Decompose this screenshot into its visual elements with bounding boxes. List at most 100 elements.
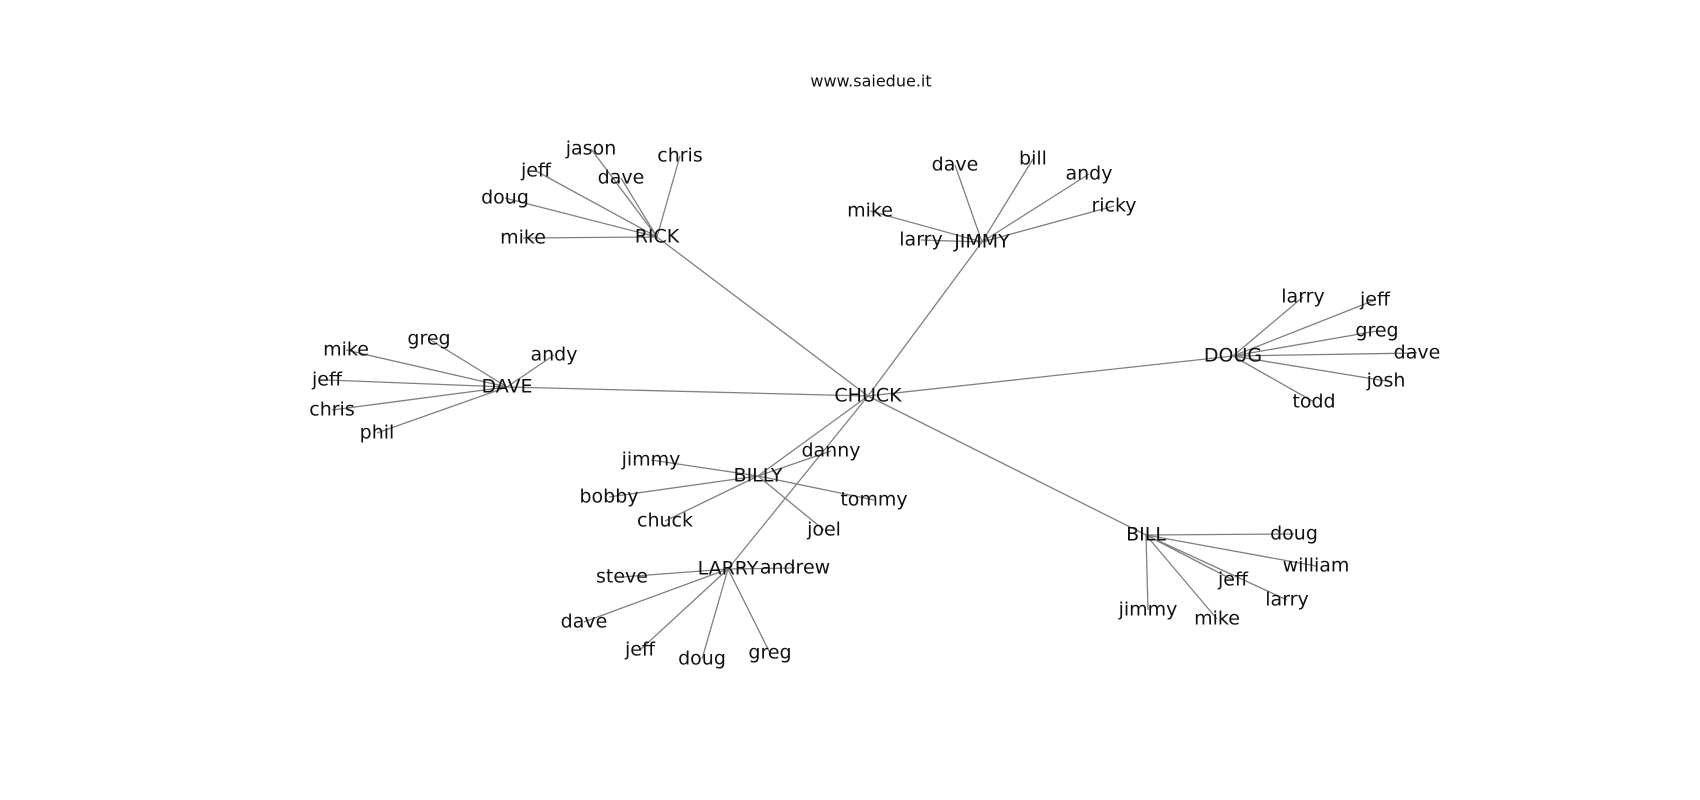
node-larry-steve: steve	[596, 566, 648, 588]
graph-title: www.saiedue.it	[810, 72, 931, 91]
edge-doug-larry	[1232, 296, 1304, 357]
edge-jimmy-dave	[954, 164, 983, 243]
node-jimmy-bill: bill	[1019, 148, 1047, 170]
edge-center-billy	[757, 395, 869, 477]
node-jimmy-ricky: ricky	[1091, 195, 1136, 217]
edge-bill-larry	[1145, 534, 1288, 601]
node-larry-jeff: jeff	[624, 639, 656, 661]
edge-billy-joel	[757, 475, 825, 531]
edge-billy-jimmy	[650, 459, 759, 477]
edge-larry-dave	[583, 568, 729, 623]
node-bill-mike: mike	[1194, 608, 1240, 630]
edge-center-rick	[656, 236, 869, 397]
node-doug-dave: dave	[1394, 342, 1441, 364]
node-rick-jason: jason	[565, 138, 617, 160]
edge-billy-danny	[757, 450, 832, 477]
edge-center-jimmy	[867, 241, 983, 397]
edge-center-larry	[727, 395, 869, 570]
edge-larry-doug	[701, 568, 729, 660]
edge-rick-jeff	[535, 170, 658, 238]
edge-center-bill	[867, 395, 1147, 536]
node-rick-doug: doug	[481, 187, 529, 209]
node-jimmy-andy: andy	[1066, 163, 1113, 185]
edge-doug-dave	[1232, 352, 1418, 357]
edge-rick-dave	[620, 177, 658, 238]
node-hub-jimmy: JIMMY	[953, 231, 1010, 253]
edge-dave-andy	[506, 354, 555, 388]
edge-rick-jason	[590, 148, 658, 238]
edge-bill-doug	[1145, 533, 1295, 536]
node-jimmy-mike: mike	[847, 200, 893, 222]
edge-bill-jeff	[1145, 534, 1234, 581]
node-doug-greg: greg	[1355, 320, 1398, 342]
node-hub-larry: LARRY	[698, 558, 759, 580]
node-hub-bill: BILL	[1126, 524, 1166, 546]
edge-billy-bobby	[608, 475, 759, 498]
node-jimmy-dave: dave	[932, 154, 979, 176]
node-hub-rick: RICK	[635, 226, 680, 248]
node-billy-chuck: chuck	[637, 510, 693, 532]
edge-larry-andrew	[727, 567, 796, 570]
node-dave-andy: andy	[531, 344, 578, 366]
node-larry-greg: greg	[748, 642, 791, 664]
edge-rick-doug	[504, 197, 658, 238]
edge-dave-chris	[331, 386, 508, 411]
edge-dave-jeff	[326, 379, 508, 388]
node-billy-bobby: bobby	[579, 486, 638, 508]
node-larry-dave: dave	[561, 611, 608, 633]
edge-doug-jeff	[1232, 299, 1376, 357]
edge-dave-greg	[428, 338, 508, 388]
node-billy-danny: danny	[801, 440, 860, 462]
node-doug-todd: todd	[1292, 391, 1335, 413]
node-billy-joel: joel	[806, 519, 841, 541]
node-jimmy-larry: larry	[899, 229, 942, 251]
edge-jimmy-mike	[869, 210, 983, 243]
node-bill-jeff: jeff	[1217, 569, 1249, 591]
node-doug-jeff: jeff	[1359, 289, 1391, 311]
edge-dave-mike	[345, 349, 508, 388]
node-dave-phil: phil	[360, 422, 395, 444]
edge-center-dave	[506, 386, 869, 397]
node-rick-chris: chris	[657, 145, 702, 167]
edge-bill-william	[1145, 534, 1317, 567]
edge-bill-jimmy	[1145, 534, 1149, 611]
edge-bill-mike	[1145, 534, 1218, 620]
edge-center-doug	[867, 355, 1234, 397]
node-center: CHUCK	[834, 385, 902, 407]
node-hub-dave: DAVE	[481, 376, 532, 398]
node-rick-jeff: jeff	[520, 160, 552, 182]
edge-jimmy-ricky	[981, 205, 1115, 243]
node-billy-jimmy: jimmy	[621, 449, 681, 471]
edge-doug-josh	[1232, 355, 1387, 382]
node-rick-dave: dave	[598, 167, 645, 189]
edge-dave-phil	[376, 386, 508, 434]
node-dave-chris: chris	[309, 399, 354, 421]
edge-rick-mike	[522, 236, 658, 239]
node-bill-larry: larry	[1265, 589, 1308, 611]
edge-doug-greg	[1232, 330, 1378, 357]
edge-jimmy-larry	[920, 239, 983, 243]
edge-rick-chris	[656, 155, 681, 238]
edge-billy-tommy	[757, 475, 875, 501]
graph-edges	[326, 148, 1418, 660]
node-bill-jimmy: jimmy	[1118, 599, 1178, 621]
node-dave-mike: mike	[323, 339, 369, 361]
edge-jimmy-bill	[981, 158, 1034, 243]
edge-billy-chuck	[664, 475, 759, 522]
node-larry-andrew: andrew	[760, 557, 830, 579]
node-bill-doug: doug	[1270, 523, 1318, 545]
edge-doug-todd	[1232, 355, 1315, 403]
edge-larry-jeff	[639, 568, 729, 651]
node-billy-tommy: tommy	[840, 489, 907, 511]
edge-jimmy-andy	[981, 173, 1090, 243]
node-larry-doug: doug	[678, 648, 726, 670]
node-doug-josh: josh	[1366, 370, 1406, 392]
edge-larry-steve	[621, 568, 729, 578]
node-dave-jeff: jeff	[311, 369, 343, 391]
node-bill-william: william	[1283, 555, 1350, 577]
node-hub-doug: DOUG	[1204, 345, 1262, 367]
node-rick-mike: mike	[500, 227, 546, 249]
edge-larry-greg	[727, 568, 771, 654]
